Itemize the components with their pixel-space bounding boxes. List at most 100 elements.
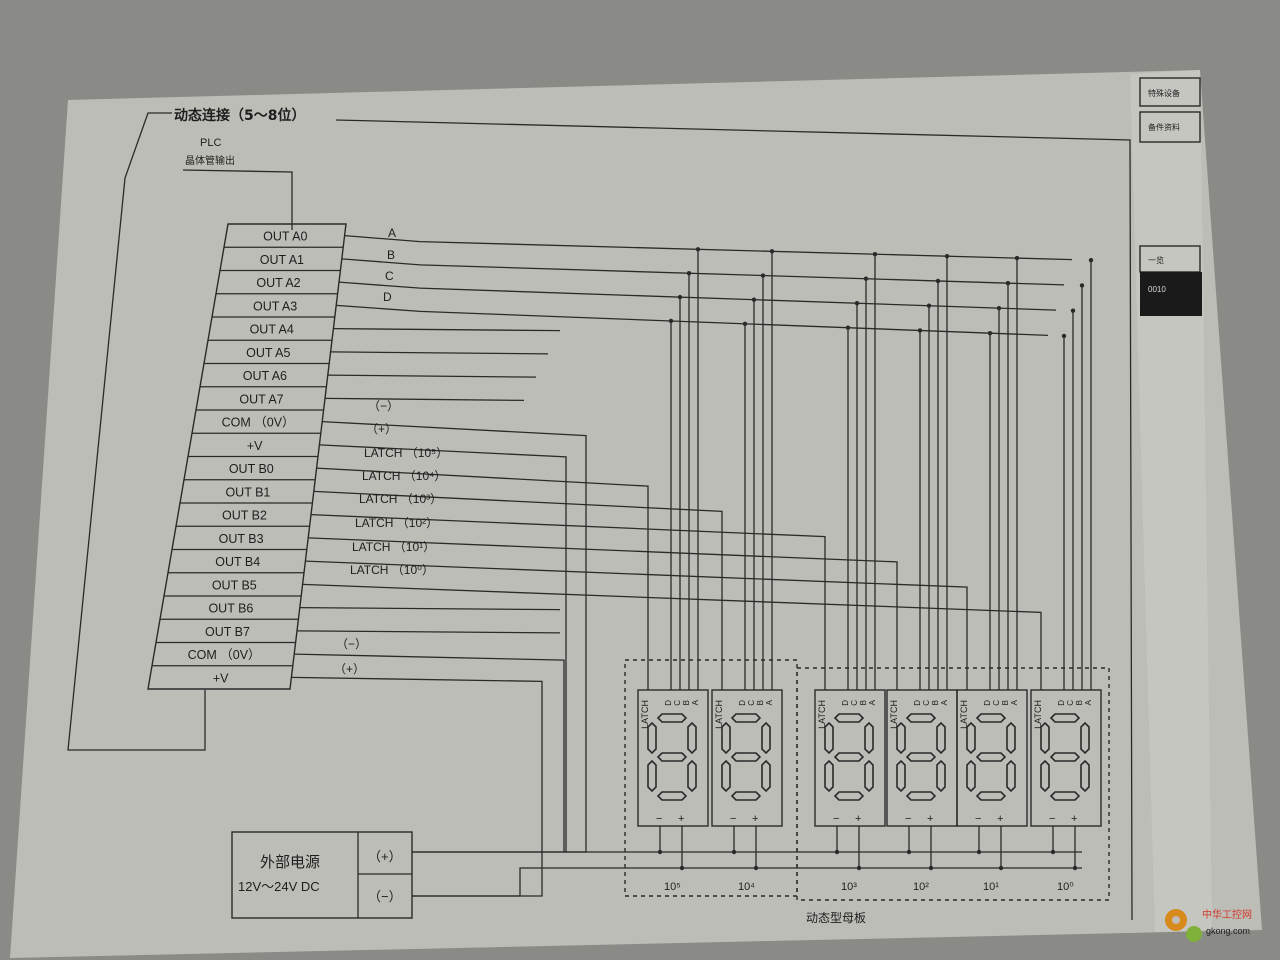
power-supply-plus: （+） [368,849,402,864]
module-pin-label: B [1001,700,1010,705]
side-tab-2-label: 备件资料 [1148,122,1180,132]
outer-frame-right [335,119,1133,921]
wire-layer [291,234,1094,897]
junction-dot [926,303,932,308]
terminal-label: OUT B0 [229,462,274,476]
power-supply: 外部电源 12V～24V DC （+） （−） [231,831,413,919]
latch-wire-5 [302,583,1042,690]
latch-wire-3 [308,537,898,690]
module-pin-label: D [983,700,992,706]
segment [966,721,976,755]
plc-header-line [182,169,293,230]
board-right-group [796,667,1110,901]
unused-output-16 [299,606,561,611]
module-digit-label: 10⁰ [1057,881,1074,893]
segment [824,759,834,793]
latch-label-2: LATCH （10²） [355,516,438,530]
module-digit-label: 10⁵ [664,881,681,893]
module-pin-label: C [1066,700,1075,706]
segment [1040,759,1050,793]
module-pin-label: B [931,700,940,705]
line-label-d: D [383,290,392,304]
module-minus: − [1049,813,1055,825]
data-bus-line-1 [341,258,1065,286]
latch-wire-4 [305,560,968,690]
segment [730,791,762,801]
module-minus: − [905,813,911,825]
segment [1040,721,1050,755]
com-b-minus-label: （−） [336,637,367,651]
junction-dot [987,330,993,336]
module-pin-label: LATCH [640,700,650,729]
module-minus: − [656,813,662,825]
junction-dot [854,301,860,306]
terminal-label: OUT A1 [260,253,304,267]
module-frame [711,689,783,827]
junction-dot [1070,308,1076,313]
line-label-c: C [385,269,394,283]
segment [1080,759,1090,793]
segment [833,752,865,762]
junction-dot [677,294,683,300]
com-a-minus-label: （−） [368,399,399,413]
side-tab-1-label: 特殊设备 [1148,88,1180,98]
side-tab-4-label: 0010 [1148,285,1166,294]
module-pin-label: LATCH [714,700,724,729]
terminal-label: OUT A5 [246,346,290,360]
terminal-label: OUT B3 [219,532,264,546]
latch-label-3: LATCH （10³） [359,492,442,506]
segment [656,752,688,762]
data-bus-line-3 [336,304,1049,337]
segment [905,791,937,801]
module-plus: + [678,813,684,825]
terminal-block-outline [147,223,347,690]
side-tab-1[interactable] [1139,77,1201,107]
segment [1049,791,1081,801]
terminal-label: COM （0V） [222,416,295,430]
junction-dot [1061,333,1067,339]
junction-dot [917,328,923,333]
segment [824,721,834,755]
module-frame [814,689,886,827]
segment [687,759,697,793]
junction-dot [996,305,1002,311]
segment [833,713,865,723]
watermark: 中华工控网 gkong.com [1165,908,1252,942]
segment [721,721,731,755]
terminal-label: OUT B1 [225,485,270,499]
segment [833,791,865,801]
module-pin-label: LATCH [959,700,969,729]
junction-dot [1079,283,1085,288]
module-minus: − [975,813,981,825]
segment [1006,759,1016,793]
segment [721,759,731,793]
module-pin-label: C [747,700,756,706]
module-plus: + [1071,813,1077,825]
segment [975,791,1007,801]
terminal-label: OUT B2 [222,509,267,523]
latch-labels: LATCH （10⁵） LATCH （10⁴） LATCH （10³） LATC… [350,446,448,577]
segment [1080,721,1090,755]
junction-dot [742,321,748,326]
side-tab-2[interactable] [1139,111,1201,143]
board-label: 动态型母板 [806,911,866,925]
segment [730,752,762,762]
gear-icon-small [1186,926,1202,942]
segment [896,759,906,793]
segment [975,752,1007,762]
segment [896,721,906,755]
segment [647,759,657,793]
terminal-label: COM （0V） [188,648,261,662]
segment [656,791,688,801]
side-tab-4-active[interactable] [1140,272,1202,316]
side-tab-3-label: 一览 [1148,255,1164,265]
segment [905,752,937,762]
junction-dot [1014,255,1020,261]
segment [864,759,874,793]
plc-sublabel: 晶体管输出 [185,154,235,167]
